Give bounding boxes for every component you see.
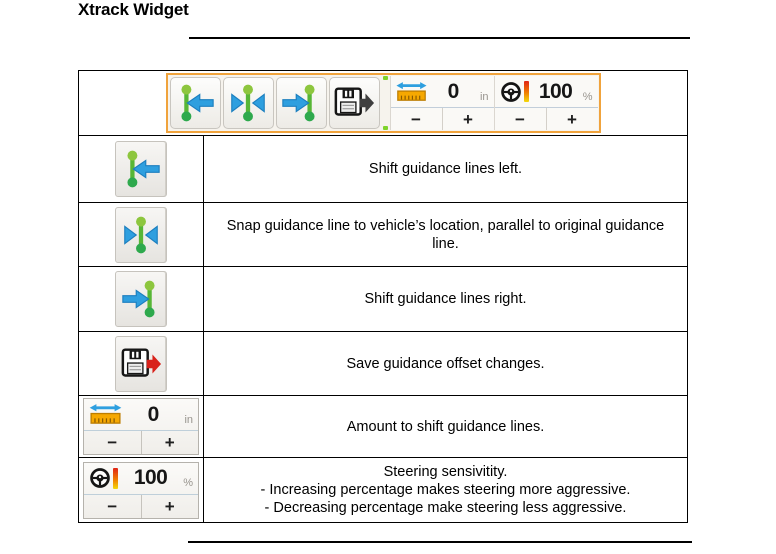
shift-left-icon	[120, 147, 162, 191]
table-row-sensitivity-icon-cell: 100 % − +	[79, 457, 203, 522]
xtrack-widget-table: 0 in − + 100 % −	[78, 70, 688, 523]
steering-wheel-icon	[500, 81, 529, 103]
sensitivity-decrement-button[interactable]: −	[495, 108, 546, 130]
sensitivity-stepper: 100 % − +	[493, 76, 598, 130]
shift-left-button[interactable]	[169, 77, 221, 129]
description-line: - Increasing percentage makes steering m…	[260, 482, 631, 498]
sensitivity-stepper: 100 % − +	[83, 461, 199, 519]
offset-unit: in	[184, 413, 193, 426]
shift-right-button[interactable]	[275, 77, 327, 129]
table-row-shift-right-icon-cell	[79, 266, 203, 331]
snap-icon	[120, 213, 162, 257]
sensitivity-value-row: 100 %	[495, 76, 598, 107]
shift-left-button[interactable]	[115, 141, 167, 197]
offset-stepper: 0 in − +	[389, 76, 494, 130]
sensitivity-decrement-button[interactable]: −	[84, 495, 141, 518]
snap-icon	[227, 81, 269, 125]
description-text: Shift guidance lines left.	[368, 161, 523, 177]
sensitivity-increment-button[interactable]: +	[545, 108, 598, 130]
sensitivity-gauge-bar	[523, 81, 529, 102]
save-button[interactable]	[115, 335, 167, 392]
table-row-save-icon-cell	[79, 331, 203, 395]
description-line: - Decreasing percentage make steering le…	[264, 500, 627, 516]
offset-decrement-button[interactable]: −	[84, 431, 141, 454]
sensitivity-increment-button[interactable]: +	[140, 494, 199, 518]
table-row-offset-icon-cell: 0 in − +	[79, 395, 203, 457]
sensitivity-value: 100	[538, 79, 573, 103]
footer-rule	[188, 541, 692, 543]
description-line: Steering sensivitity.	[383, 464, 508, 480]
table-row-shift-left-icon-cell	[79, 135, 203, 202]
offset-value: 0	[147, 402, 160, 426]
offset-increment-button[interactable]: +	[441, 108, 494, 130]
save-button[interactable]	[328, 77, 380, 129]
title-rule	[189, 37, 690, 39]
table-row-sensitivity-description: Steering sensivitity. - Increasing perce…	[203, 457, 687, 522]
table-row-save-description: Save guidance offset changes.	[203, 331, 687, 395]
offset-decrement-button[interactable]: −	[391, 108, 442, 130]
table-row-offset-description: Amount to shift guidance lines.	[203, 395, 687, 457]
shift-right-button[interactable]	[115, 271, 167, 327]
sensitivity-value-row: 100 %	[84, 463, 198, 494]
table-row-snap-icon-cell	[79, 202, 203, 266]
table-row-shift-right-description: Shift guidance lines right.	[203, 266, 687, 331]
page-title: Xtrack Widget	[78, 0, 189, 19]
steering-wheel-icon	[89, 467, 118, 489]
shift-left-icon	[174, 81, 216, 125]
save-icon	[333, 85, 375, 121]
snap-button[interactable]	[222, 77, 274, 129]
toolbar-row: 0 in − + 100 % −	[79, 71, 687, 135]
sensitivity-unit: %	[183, 477, 193, 489]
offset-increment-button[interactable]: +	[140, 431, 199, 454]
shift-right-icon	[120, 277, 162, 321]
description-text: Shift guidance lines right.	[364, 291, 527, 307]
table-row-shift-left-description: Shift guidance lines left.	[203, 135, 687, 202]
offset-stepper: 0 in − +	[83, 398, 199, 455]
sensitivity-value: 100	[133, 466, 168, 489]
sensitivity-gauge-bar	[113, 467, 118, 489]
offset-value-row: 0 in	[391, 76, 494, 107]
sensitivity-unit: %	[582, 90, 593, 103]
save-icon	[120, 346, 162, 382]
offset-value-row: 0 in	[84, 399, 198, 430]
description-text: Amount to shift guidance lines.	[346, 418, 545, 435]
toolbar-grip	[381, 76, 390, 130]
ruler-icon	[396, 81, 427, 103]
offset-unit: in	[479, 90, 489, 103]
snap-button[interactable]	[115, 206, 167, 263]
description-text: Snap guidance line to vehicle’s location…	[226, 217, 665, 252]
xtrack-toolbar: 0 in − + 100 % −	[165, 73, 601, 133]
offset-value: 0	[447, 79, 460, 103]
ruler-icon	[89, 403, 122, 426]
shift-right-icon	[280, 81, 322, 125]
table-row-snap-description: Snap guidance line to vehicle’s location…	[203, 202, 687, 266]
description-text: Save guidance offset changes.	[346, 355, 545, 372]
